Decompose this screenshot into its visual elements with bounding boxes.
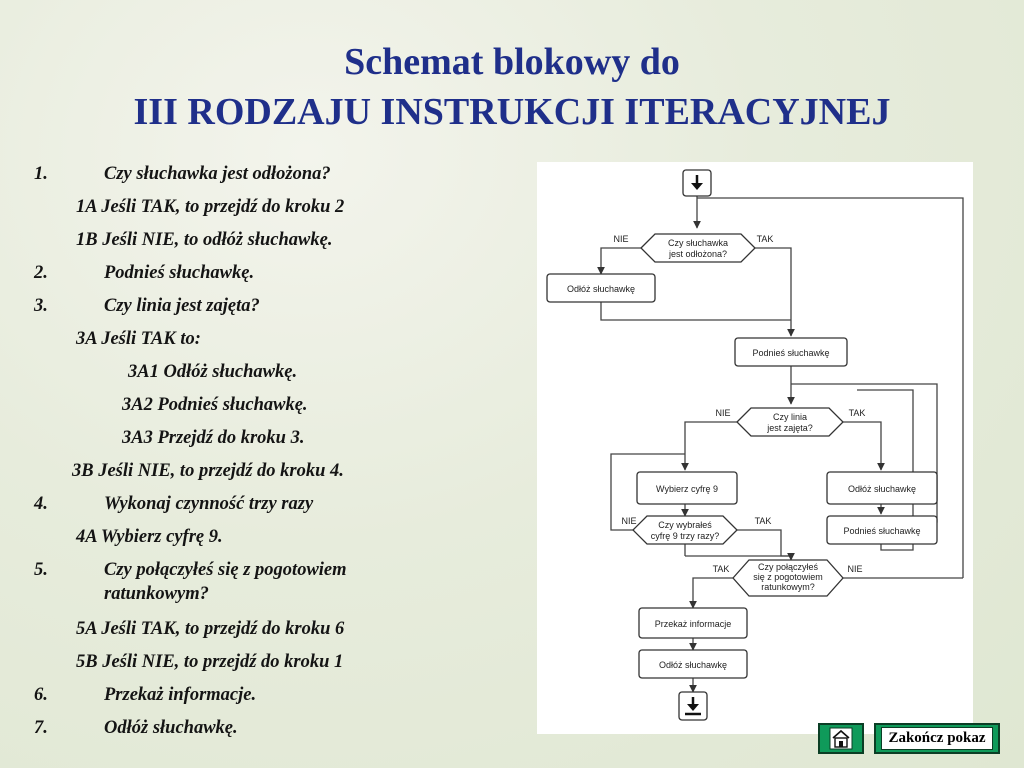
step-3a1: 3A1 Odłóż słuchawkę. bbox=[128, 362, 298, 382]
decision-text: ratunkowym? bbox=[761, 582, 815, 592]
decision-handset-down: Czy słuchawka jest odłożona? NIE TAK bbox=[613, 233, 774, 263]
branch-no-label: NIE bbox=[621, 516, 636, 526]
step-5a: 5A Jeśli TAK, to przejdź do kroku 6 bbox=[76, 619, 345, 639]
process-hang-up-1: Odłóż słuchawkę bbox=[546, 273, 656, 303]
process-hang-up-3: Odłóż słuchawkę bbox=[638, 649, 748, 679]
step-number: 1. bbox=[34, 164, 48, 184]
decision-text: jest odłożona? bbox=[668, 249, 727, 259]
decision-text: Czy linia bbox=[773, 412, 807, 422]
step-text: Czy linia jest zajęta? bbox=[104, 296, 260, 316]
end-show-button[interactable]: Zakończ pokaz bbox=[874, 723, 1000, 754]
decision-text: Czy połączyłeś bbox=[758, 562, 819, 572]
step-3a2: 3A2 Podnieś słuchawkę. bbox=[122, 395, 308, 415]
end-show-label: Zakończ pokaz bbox=[881, 727, 993, 750]
process-text: Odłóż słuchawkę bbox=[848, 484, 916, 494]
process-text: Wybierz cyfrę 9 bbox=[656, 484, 718, 494]
title-line-2: III RODZAJU INSTRUKCJI ITERACYJNEJ bbox=[133, 91, 891, 133]
step-text: Podnieś słuchawkę. bbox=[104, 263, 255, 283]
step-5b: 5B Jeśli NIE, to przejdź do kroku 1 bbox=[76, 652, 344, 672]
step-number: 5. bbox=[34, 560, 48, 580]
step-text: Czy słuchawka jest odłożona? bbox=[104, 164, 331, 184]
branch-yes-label: TAK bbox=[713, 564, 730, 574]
step-3b: 3B Jeśli NIE, to przejdź do kroku 4. bbox=[72, 461, 344, 481]
step-3a: 3A Jeśli TAK to: bbox=[76, 329, 201, 349]
home-icon bbox=[829, 727, 853, 750]
process-text: Odłóż słuchawkę bbox=[567, 284, 635, 294]
decision-text: jest zajęta? bbox=[766, 423, 813, 433]
decision-text: Czy słuchawka bbox=[668, 238, 728, 248]
branch-yes-label: TAK bbox=[849, 408, 866, 418]
process-text: Przekaż informacje bbox=[655, 619, 732, 629]
step-text: Odłóż słuchawkę. bbox=[104, 718, 238, 738]
home-button[interactable] bbox=[818, 723, 864, 754]
step-1b: 1B Jeśli NIE, to odłóż słuchawkę. bbox=[76, 230, 333, 250]
step-text: Czy połączyłeś się z pogotowiem bbox=[104, 560, 347, 580]
step-1a: 1A Jeśli TAK, to przejdź do kroku 2 bbox=[76, 197, 345, 217]
step-text: Przekaż informacje. bbox=[104, 685, 257, 705]
title-line-1: Schemat blokowy do bbox=[344, 41, 680, 83]
process-text: Odłóż słuchawkę bbox=[659, 660, 727, 670]
step-number: 6. bbox=[34, 685, 48, 705]
flowchart-panel: Czy słuchawka jest odłożona? NIE TAK Odł… bbox=[537, 162, 973, 734]
decision-text: Czy wybrałeś bbox=[658, 520, 712, 530]
decision-line-busy: Czy linia jest zajęta? NIE TAK bbox=[715, 407, 866, 437]
process-pick-up-1: Podnieś słuchawkę bbox=[734, 337, 848, 367]
branch-no-label: NIE bbox=[847, 564, 862, 574]
process-dial-9: Wybierz cyfrę 9 bbox=[636, 471, 738, 505]
process-text: Podnieś słuchawkę bbox=[752, 348, 829, 358]
step-4a: 4A Wybierz cyfrę 9. bbox=[76, 527, 223, 547]
step-3a3: 3A3 Przejdź do kroku 3. bbox=[122, 428, 305, 448]
decision-dialed-three-times: Czy wybrałeś cyfrę 9 trzy razy? NIE TAK bbox=[621, 515, 772, 545]
step-number: 3. bbox=[34, 296, 48, 316]
process-pass-info: Przekaż informacje bbox=[638, 607, 748, 639]
branch-yes-label: TAK bbox=[757, 234, 774, 244]
branch-no-label: NIE bbox=[613, 234, 628, 244]
decision-text: się z pogotowiem bbox=[753, 572, 823, 582]
branch-yes-label: TAK bbox=[755, 516, 772, 526]
step-number: 4. bbox=[34, 494, 48, 514]
process-text: Podnieś słuchawkę bbox=[843, 526, 920, 536]
steps-list: 1. Czy słuchawka jest odłożona? 1A Jeśli… bbox=[0, 160, 540, 760]
step-5-cont: ratunkowym? bbox=[104, 584, 209, 604]
decision-text: cyfrę 9 trzy razy? bbox=[651, 531, 720, 541]
step-text: Wykonaj czynność trzy razy bbox=[104, 494, 314, 514]
decision-connected-emergency: Czy połączyłeś się z pogotowiem ratunkow… bbox=[713, 559, 863, 597]
process-hang-up-2: Odłóż słuchawkę bbox=[826, 471, 938, 505]
process-pick-up-2: Podnieś słuchawkę bbox=[826, 515, 938, 545]
start-terminal bbox=[682, 169, 712, 197]
step-number: 7. bbox=[34, 718, 48, 738]
flowchart: Czy słuchawka jest odłożona? NIE TAK Odł… bbox=[546, 169, 964, 721]
branch-no-label: NIE bbox=[715, 408, 730, 418]
end-terminal bbox=[678, 691, 708, 721]
step-number: 2. bbox=[34, 263, 48, 283]
